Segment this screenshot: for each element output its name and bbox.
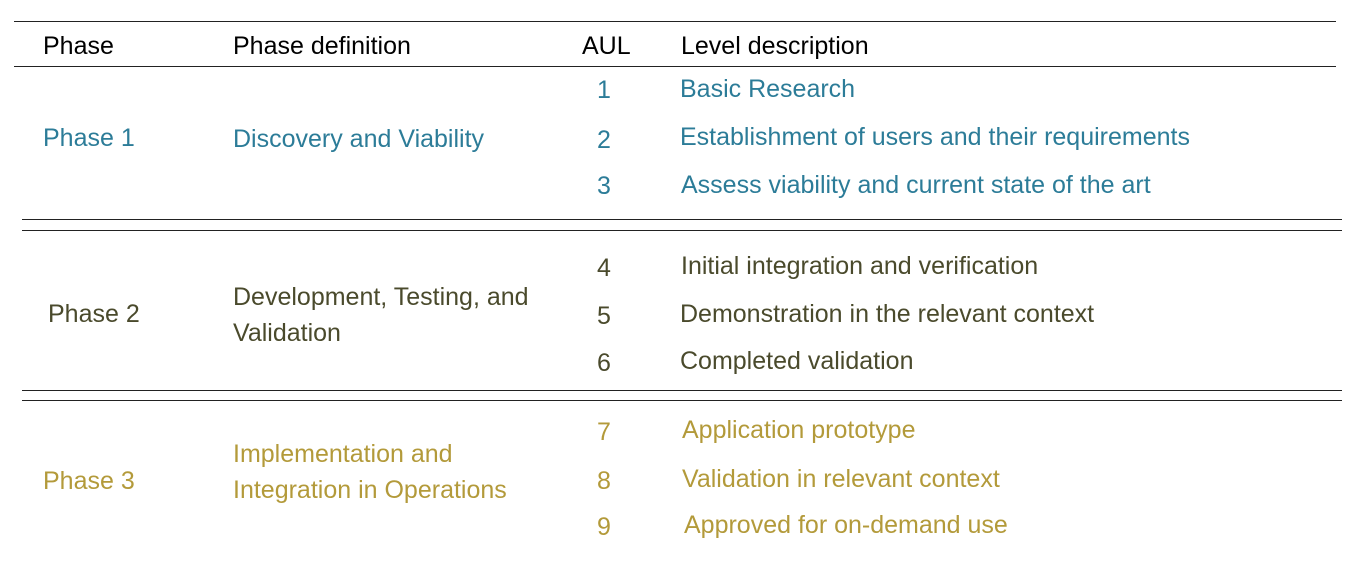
phase-separator-2b	[22, 400, 1342, 401]
phase-3-definition-line-1: Implementation and	[233, 440, 453, 468]
phase-2-definition-line-1: Development, Testing, and	[233, 283, 529, 311]
header-phase: Phase	[43, 32, 114, 60]
phase-2-name: Phase 2	[48, 300, 140, 328]
phase-separator-1a	[22, 219, 1342, 220]
phase-2-definition: Development, Testing, and Validation	[233, 279, 529, 351]
phase-3-name: Phase 3	[43, 467, 135, 495]
level-3-description: Assess viability and current state of th…	[681, 171, 1151, 199]
aul-level-8: 8	[597, 467, 611, 495]
level-2-description: Establishment of users and their require…	[680, 123, 1190, 151]
header-aul: AUL	[582, 32, 631, 60]
level-5-description: Demonstration in the relevant context	[680, 300, 1095, 328]
aul-level-9: 9	[597, 513, 611, 541]
aul-level-7: 7	[597, 418, 611, 446]
header-bottom-rule	[14, 66, 1336, 67]
phase-separator-1b	[22, 230, 1342, 231]
header-level-description: Level description	[681, 32, 869, 60]
level-7-description: Application prototype	[682, 416, 916, 444]
phase-3-definition-line-2: Integration in Operations	[233, 476, 507, 504]
phase-1-name: Phase 1	[43, 124, 135, 152]
aul-level-4: 4	[597, 254, 611, 282]
aul-level-3: 3	[597, 172, 611, 200]
phase-3-definition: Implementation and Integration in Operat…	[233, 436, 507, 508]
aul-level-5: 5	[597, 302, 611, 330]
aul-level-2: 2	[597, 126, 611, 154]
level-4-description: Initial integration and verification	[681, 252, 1039, 280]
phase-2-definition-line-2: Validation	[233, 319, 341, 347]
level-6-description: Completed validation	[680, 347, 914, 375]
aul-level-1: 1	[597, 76, 611, 104]
phase-separator-2a	[22, 390, 1342, 391]
header-phase-definition: Phase definition	[233, 32, 411, 60]
level-1-description: Basic Research	[680, 75, 856, 103]
aul-level-6: 6	[597, 349, 611, 377]
table-top-rule	[14, 21, 1336, 22]
phase-1-definition: Discovery and Viability	[233, 125, 485, 153]
level-9-description: Approved for on-demand use	[684, 511, 1008, 539]
level-8-description: Validation in relevant context	[682, 465, 1000, 493]
